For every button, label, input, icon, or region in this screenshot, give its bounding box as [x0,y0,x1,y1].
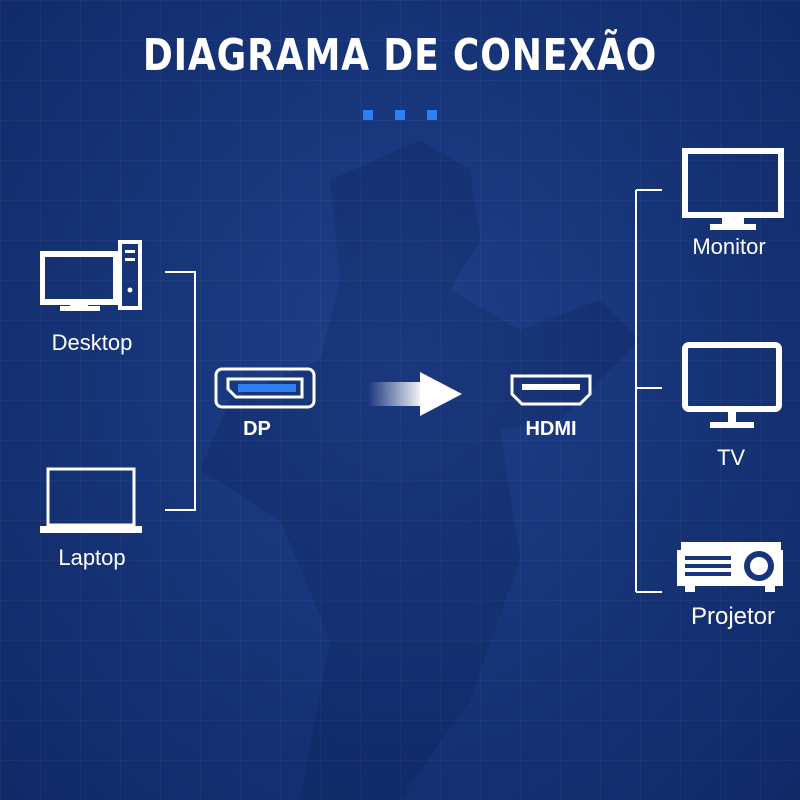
desktop-label: Desktop [51,330,133,355]
hdmi-icon [510,374,592,406]
tv-label: TV [716,445,746,470]
hdmi-label: HDMI [525,418,577,440]
title-decoration-dots [0,110,800,120]
decoration-dot [395,110,405,120]
decoration-dot [363,110,373,120]
decoration-dot [427,110,437,120]
desktop-icon [40,240,142,311]
page-title: DIAGRAMA DE CONEXÃO [142,30,658,81]
arrow-icon [368,372,462,416]
monitor-label: Monitor [692,234,766,259]
laptop-label: Laptop [58,545,126,570]
displayport-icon [214,367,316,409]
tv-icon [682,342,782,428]
projector-label: Projetor [690,603,776,630]
monitor-icon [682,148,784,230]
laptop-icon [40,467,142,533]
dp-label: DP [243,418,271,440]
projector-icon [677,542,783,592]
source-bracket [165,271,196,511]
